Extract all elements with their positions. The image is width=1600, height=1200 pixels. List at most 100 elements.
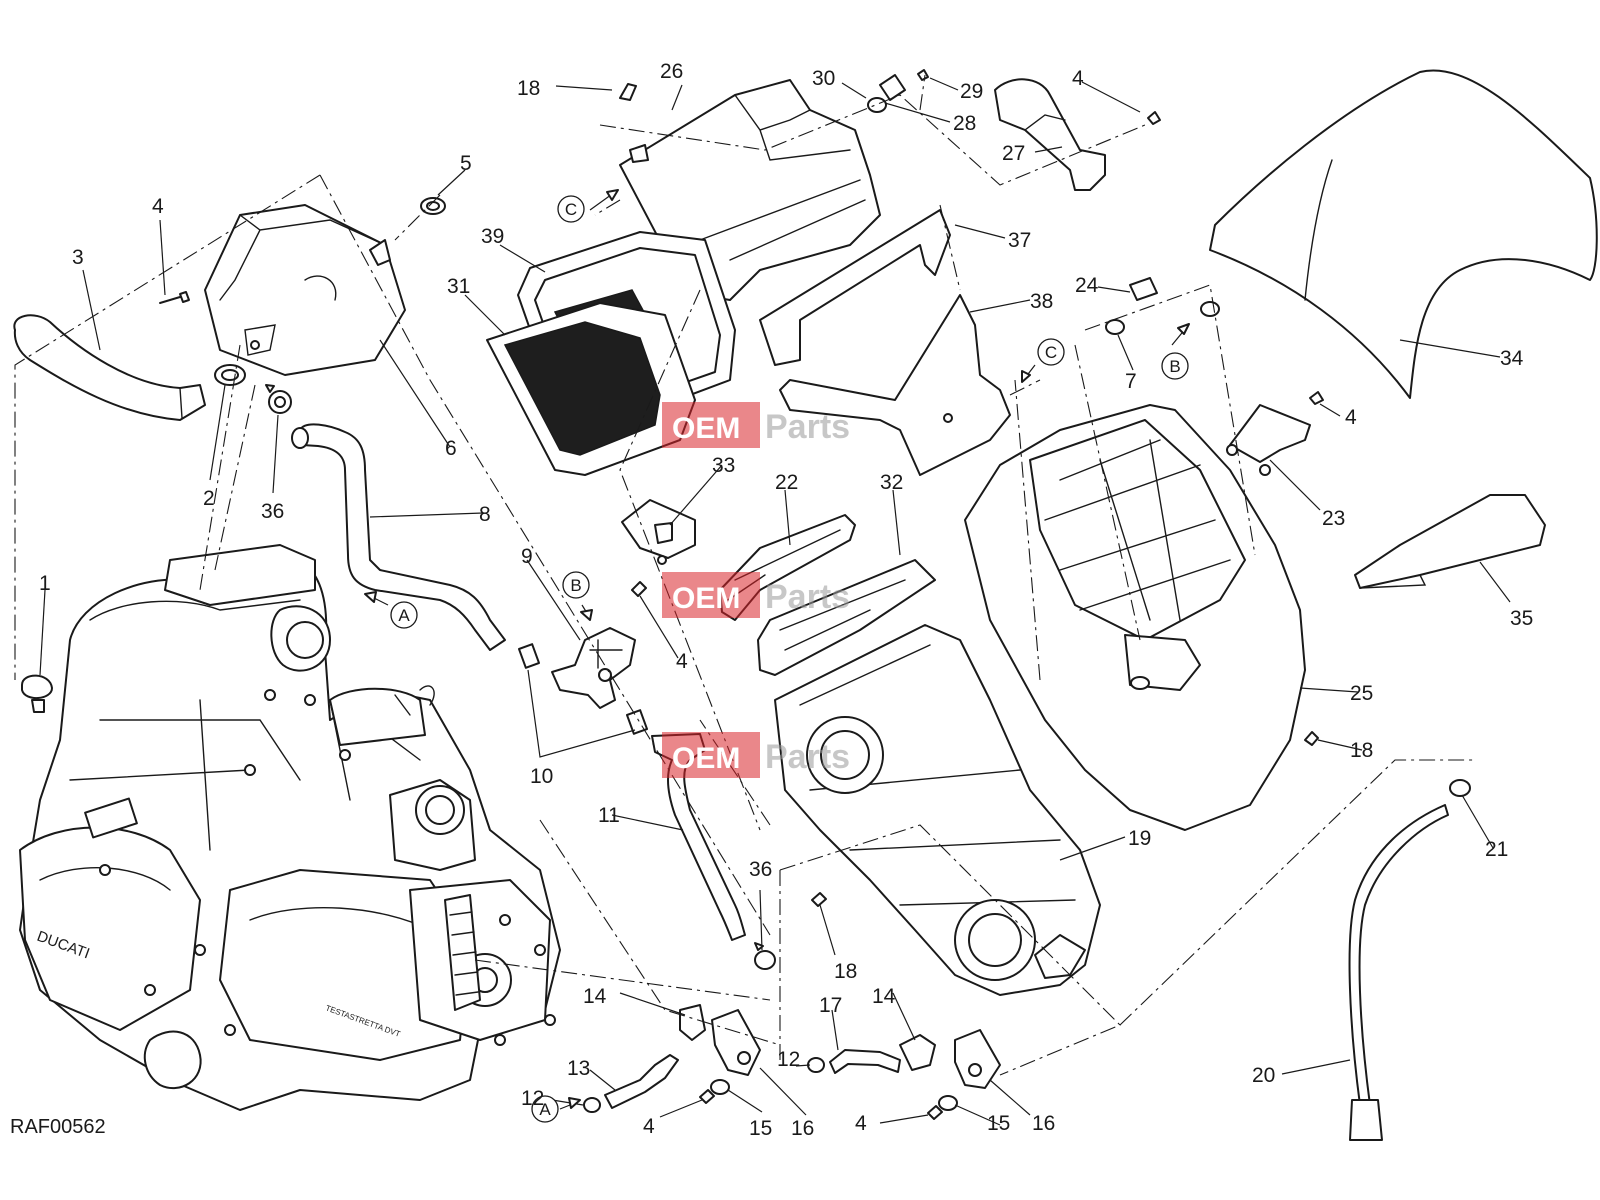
callout-27: 27	[1002, 142, 1025, 165]
hose-13	[604, 1054, 679, 1109]
leader-lines	[39, 77, 1511, 1126]
evap-canister-6	[204, 204, 406, 376]
callout-33: 33	[712, 454, 735, 477]
sensor-14-left	[679, 1004, 761, 1076]
callout-4: 4	[855, 1112, 867, 1135]
callout-31: 31	[447, 275, 470, 298]
screw-18-right	[1304, 731, 1319, 746]
callout-15: 15	[987, 1112, 1010, 1135]
callout-36: 36	[261, 500, 284, 523]
screw-4-snorkel	[1147, 111, 1161, 125]
bracket-23	[1226, 404, 1311, 476]
svg-text:B: B	[570, 576, 581, 595]
callout-4: 4	[1072, 67, 1084, 90]
callout-24: 24	[1075, 274, 1099, 297]
callout-6: 6	[445, 437, 457, 460]
callout-4: 4	[643, 1115, 655, 1138]
callout-12: 12	[521, 1087, 544, 1110]
svg-text:C: C	[1045, 343, 1057, 362]
seat-cover-34	[1209, 69, 1598, 399]
snorkel-27	[994, 78, 1106, 191]
reference-marker-C-left: C	[557, 189, 619, 223]
callout-14: 14	[583, 985, 607, 1008]
callout-14: 14	[872, 985, 896, 1008]
engine-bolts	[99, 689, 556, 1046]
svg-text:A: A	[539, 1100, 551, 1119]
bracket-33	[621, 499, 696, 565]
engine-assembly: DUCATI TESTASTRETTA DVT	[19, 544, 561, 1111]
callout-29: 29	[960, 80, 983, 103]
callout-4: 4	[152, 195, 164, 218]
callout-16: 16	[791, 1117, 814, 1140]
callout-2: 2	[203, 487, 215, 510]
reference-marker-B-center: B	[562, 571, 593, 621]
callout-37: 37	[1008, 229, 1031, 252]
callout-12: 12	[777, 1048, 800, 1071]
callout-13: 13	[567, 1057, 590, 1080]
hose-8	[291, 423, 506, 651]
screw-18-lower	[811, 892, 827, 907]
callout-4: 4	[1345, 406, 1357, 429]
sensor-30-28-29	[867, 69, 929, 113]
screw-4-lower-left	[699, 1089, 715, 1104]
callout-7: 7	[1125, 370, 1137, 393]
svg-text:Parts: Parts	[765, 578, 850, 616]
callout-10: 10	[530, 765, 553, 788]
hose-17	[829, 1049, 901, 1074]
callout-17: 17	[819, 994, 842, 1017]
screw-18-top	[619, 83, 637, 101]
callout-18: 18	[1350, 739, 1373, 762]
clamp-36-upper	[265, 384, 292, 414]
hose-11	[651, 733, 746, 941]
callout-19: 19	[1128, 827, 1151, 850]
callout-26: 26	[660, 60, 683, 83]
clamp-21	[1449, 779, 1471, 797]
callout-1: 1	[39, 572, 51, 595]
washer-15-left	[710, 1079, 730, 1095]
svg-text:C: C	[565, 200, 577, 219]
watermark: OEM Parts OEM Parts OEM Parts	[662, 402, 850, 778]
airbox-lower-19	[774, 624, 1101, 996]
reference-marker-A-bottom: A	[531, 1095, 581, 1123]
sensor-14-right	[899, 1029, 1001, 1089]
callout-28: 28	[953, 112, 976, 135]
reference-marker-C-right: C	[1021, 338, 1065, 383]
assembly-guide-lines	[14, 74, 1475, 1076]
callout-16: 16	[1032, 1112, 1055, 1135]
screw-4-lower-right	[927, 1105, 943, 1120]
callout-38: 38	[1030, 290, 1053, 313]
grommet-24	[1105, 277, 1220, 335]
svg-text:OEM: OEM	[672, 582, 740, 615]
svg-text:A: A	[398, 606, 410, 625]
callout-34: 34	[1500, 347, 1524, 370]
svg-text:OEM: OEM	[672, 742, 740, 775]
reference-marker-B-right: B	[1161, 323, 1190, 380]
air-filter-31	[486, 302, 696, 476]
svg-text:Parts: Parts	[765, 408, 850, 446]
callout-15: 15	[749, 1117, 772, 1140]
clamp-36-lower	[754, 942, 776, 970]
callout-9: 9	[521, 545, 533, 568]
hose-3	[13, 314, 206, 421]
clamp-1	[21, 674, 53, 713]
o-ring-5	[420, 197, 446, 215]
duct-37	[759, 209, 951, 366]
airbox-upper-25	[964, 404, 1306, 831]
reference-marker-A-center: A	[364, 591, 418, 629]
callout-39: 39	[481, 225, 504, 248]
screw-4-bracket	[1309, 391, 1324, 405]
callout-8: 8	[479, 503, 491, 526]
callout-36: 36	[749, 858, 772, 881]
solenoid-valve-9	[551, 627, 636, 709]
callout-18: 18	[834, 960, 857, 983]
svg-text:OEM: OEM	[672, 412, 740, 445]
callout-25: 25	[1350, 682, 1373, 705]
drain-hose-20	[1348, 804, 1449, 1141]
callout-numbers: 18 26 30 29 28 4 27 5 4 3 39 37 31 38 24…	[39, 60, 1533, 1140]
callout-3: 3	[72, 246, 84, 269]
callout-20: 20	[1252, 1064, 1275, 1087]
svg-text:B: B	[1169, 357, 1180, 376]
callout-5: 5	[460, 152, 472, 175]
callout-21: 21	[1485, 838, 1508, 861]
